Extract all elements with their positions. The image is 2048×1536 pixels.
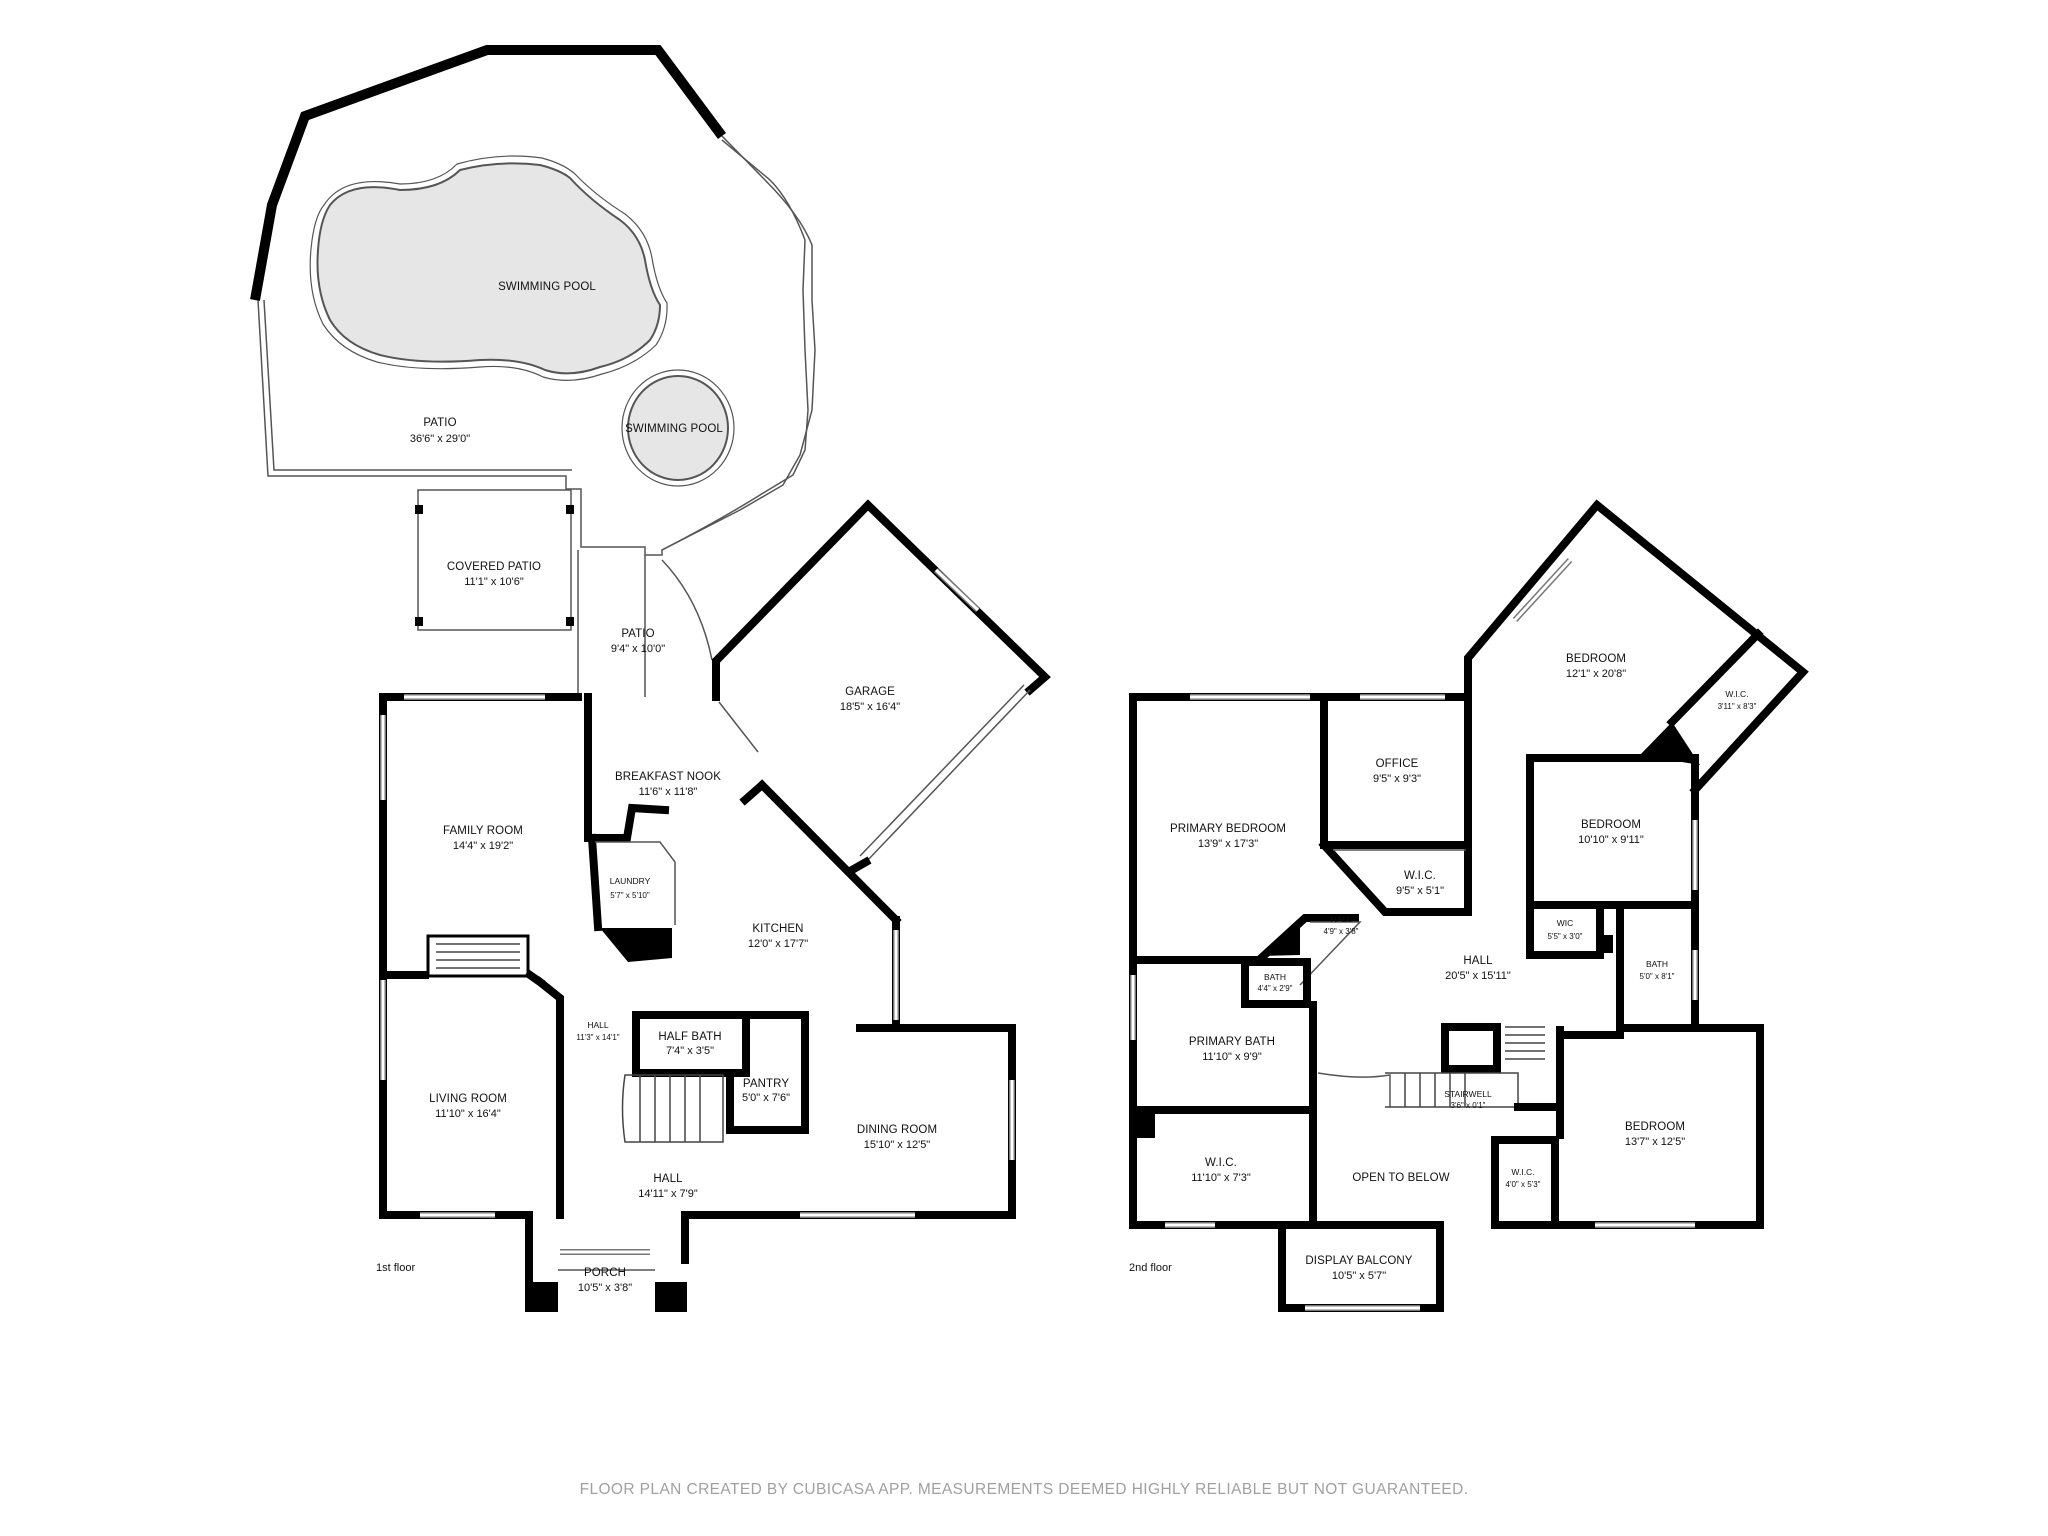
wic-se-label: W.I.C. <box>1511 1167 1534 1177</box>
footer-disclaimer: FLOOR PLAN CREATED BY CUBICASA APP. MEAS… <box>580 1481 1469 1498</box>
bath-small-label: BATH <box>1264 972 1286 982</box>
wic-primary-label: W.I.C. <box>1205 1157 1237 1169</box>
breakfast-nook-label: BREAKFAST NOOK <box>615 771 721 783</box>
swimming-pool-label: SWIMMING POOL <box>498 281 596 293</box>
living-room-label: LIVING ROOM <box>429 1093 507 1105</box>
dining-room-label: DINING ROOM <box>857 1124 937 1136</box>
covered-patio-structure <box>415 489 713 697</box>
half-bath-dims: 7'4" x 3'5" <box>666 1045 714 1057</box>
laundry-dims: 5'7" x 5'10" <box>610 891 650 900</box>
office-dims: 9'5" x 9'3" <box>1373 773 1421 785</box>
pantry-dims: 5'0" x 7'6" <box>742 1092 790 1104</box>
office-label: OFFICE <box>1376 758 1419 770</box>
bedroom-se-label: BEDROOM <box>1625 1121 1685 1133</box>
hall-2-label: HALL <box>1463 955 1493 967</box>
hall-small-dims: 11'3" x 14'1" <box>576 1033 619 1042</box>
pantry-label: PANTRY <box>743 1078 789 1090</box>
laundry-label: LAUNDRY <box>610 876 651 886</box>
garage-dims: 18'5" x 16'4" <box>840 701 900 713</box>
porch-label: PORCH <box>584 1267 626 1279</box>
hall-small-label: HALL <box>587 1020 609 1030</box>
swimming-pool-small-label: SWIMMING POOL <box>625 423 723 435</box>
bedroom-ne-label: BEDROOM <box>1566 653 1626 665</box>
wic-small-dims: 5'5" x 3'0" <box>1548 932 1583 941</box>
second-floor-label: 2nd floor <box>1129 1262 1172 1274</box>
porch-dims: 10'5" x 3'8" <box>578 1282 632 1294</box>
primary-bedroom-dims: 13'9" x 17'3" <box>1198 838 1258 850</box>
bedroom-se-dims: 13'7" x 12'5" <box>1625 1136 1685 1148</box>
family-room-dims: 14'4" x 19'2" <box>453 840 513 852</box>
wic-office-dims: 9'5" x 5'1" <box>1396 885 1444 897</box>
open-to-below-label: OPEN TO BELOW <box>1352 1172 1449 1184</box>
wic-office-label: W.I.C. <box>1404 870 1436 882</box>
patio-small-label: PATIO <box>621 628 654 640</box>
patio-dims: 36'6" x 29'0" <box>410 433 470 445</box>
wic-ne-dims: 3'11" x 8'3" <box>1718 702 1757 711</box>
stairwell-label: STAIRWELL <box>1444 1089 1492 1099</box>
hall-2-dims: 20'5" x 15'11" <box>1445 970 1511 982</box>
first-floor-label: 1st floor <box>376 1262 415 1274</box>
primary-bedroom-label: PRIMARY BEDROOM <box>1170 823 1286 835</box>
bath-right-dims: 5'0" x 8'1" <box>1640 972 1675 981</box>
hall-small-2-label: HALL <box>1330 914 1352 924</box>
breakfast-nook-dims: 11'6" x 11'8" <box>639 786 698 798</box>
stairwell-dims: 3'6" x 0'1" <box>1451 1101 1486 1110</box>
covered-patio-dims: 11'1" x 10'6" <box>464 576 524 588</box>
pool-main-shape <box>316 162 662 375</box>
kitchen-dims: 12'0" x 17'7" <box>748 938 808 950</box>
second-floor-labels: BEDROOM 12'1" x 20'8" W.I.C. 3'11" x 8'3… <box>1129 653 1757 1282</box>
pool-area <box>250 45 816 556</box>
hall-dims: 14'11" x 7'9" <box>638 1188 698 1200</box>
wic-small-label: WIC <box>1557 918 1574 928</box>
hall-small-2-dims: 4'9" x 3'8" <box>1324 927 1359 936</box>
primary-bath-dims: 11'10" x 9'9" <box>1202 1051 1262 1063</box>
bath-right-label: BATH <box>1646 959 1668 969</box>
wic-primary-dims: 11'10" x 7'3" <box>1191 1172 1251 1184</box>
hall-label: HALL <box>653 1173 683 1185</box>
bedroom-mid-label: BEDROOM <box>1581 819 1641 831</box>
pool-small-shape <box>627 375 729 481</box>
kitchen-label: KITCHEN <box>752 923 803 935</box>
first-floor-labels: SWIMMING POOL SWIMMING POOL PATIO 36'6" … <box>376 281 937 1294</box>
second-floor-walls <box>1129 499 1809 1312</box>
covered-patio-label: COVERED PATIO <box>447 561 541 573</box>
wic-ne-label: W.I.C. <box>1725 689 1748 699</box>
display-balcony-label: DISPLAY BALCONY <box>1305 1255 1412 1267</box>
first-floor-walls <box>379 499 1051 1312</box>
display-balcony-dims: 10'5" x 5'7" <box>1332 1270 1386 1282</box>
primary-bath-label: PRIMARY BATH <box>1189 1036 1275 1048</box>
bath-small-dims: 4'4" x 2'9" <box>1258 984 1293 993</box>
bedroom-ne-dims: 12'1" x 20'8" <box>1566 668 1626 680</box>
family-room-label: FAMILY ROOM <box>443 825 523 837</box>
living-room-dims: 11'10" x 16'4" <box>435 1108 501 1120</box>
garage-label: GARAGE <box>845 686 895 698</box>
wic-se-dims: 4'0" x 5'3" <box>1506 1180 1541 1189</box>
dining-room-dims: 15'10" x 12'5" <box>864 1139 931 1151</box>
bedroom-mid-dims: 10'10" x 9'11" <box>1578 834 1644 846</box>
patio-label: PATIO <box>423 417 456 429</box>
patio-small-dims: 9'4" x 10'0" <box>611 643 665 655</box>
half-bath-label: HALF BATH <box>658 1031 721 1043</box>
